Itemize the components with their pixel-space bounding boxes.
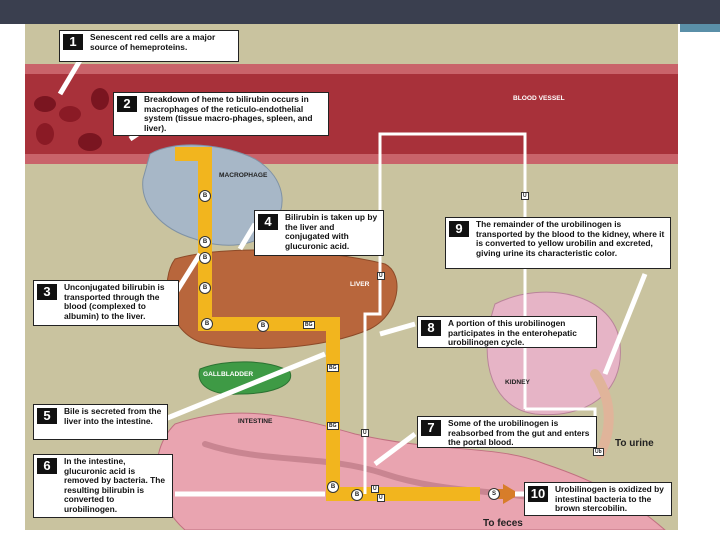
step-4-text: Bilirubin is taken up by the liver and c…	[285, 212, 378, 251]
tag-bilirubin-glucuronide: BG	[327, 422, 339, 430]
step-1-number: 1	[63, 34, 83, 50]
blood-vessel-wall-top	[25, 64, 678, 74]
tag-urobilinogen: U	[521, 192, 529, 200]
step-9-text: The remainder of the urobilinogen is tra…	[476, 219, 665, 258]
label-liver: LIVER	[350, 281, 370, 288]
pathway-bile-to-intestine	[320, 317, 480, 501]
tag-bilirubin-glucuronide: BG	[303, 321, 315, 329]
tag-bilirubin: B	[257, 320, 269, 332]
pointer-7	[373, 432, 417, 466]
step-1-callout: 1 Senescent red cells are a major source…	[59, 30, 239, 62]
step-2-text: Breakdown of heme to bilirubin occurs in…	[144, 94, 313, 133]
blood-vessel-wall-bottom	[25, 154, 678, 164]
step-9-number: 9	[449, 221, 469, 237]
label-macrophage: MACROPHAGE	[219, 172, 268, 179]
tag-urobilin: Ub	[593, 448, 604, 456]
step-3-text: Unconjugated bilirubin is transported th…	[64, 282, 165, 321]
tag-urobilinogen: U	[371, 485, 379, 493]
step-1-text: Senescent red cells are a major source o…	[90, 32, 216, 52]
step-7-text: Some of the urobilinogen is reabsorbed f…	[448, 418, 590, 448]
label-to-urine: To urine	[615, 438, 654, 449]
tag-bilirubin: B	[199, 190, 211, 202]
step-5-text: Bile is secreted from the liver into the…	[64, 406, 162, 426]
label-to-feces: To feces	[483, 518, 523, 529]
step-10-number: 10	[528, 486, 548, 502]
gallbladder-shape	[198, 361, 292, 395]
pointer-8	[379, 321, 416, 337]
tag-bilirubin: B	[199, 252, 211, 264]
step-5-number: 5	[37, 408, 57, 424]
step-10-text: Urobilinogen is oxidized by intestinal b…	[555, 484, 664, 514]
step-2-callout: 2 Breakdown of heme to bilirubin occurs …	[113, 92, 329, 136]
step-8-text: A portion of this urobilinogen participa…	[448, 318, 577, 348]
red-cell	[78, 133, 102, 151]
tag-bilirubin: B	[351, 489, 363, 501]
step-8-callout: 8 A portion of this urobilinogen partici…	[417, 316, 597, 348]
step-6-number: 6	[37, 458, 57, 474]
step-7-number: 7	[421, 420, 441, 436]
title-bar-accent	[680, 24, 720, 32]
tag-urobilinogen: U	[361, 429, 369, 437]
step-6-text: In the intestine, glucuronic acid is rem…	[64, 456, 166, 514]
tag-urobilinogen: U	[377, 494, 385, 502]
label-intestine: INTESTINE	[238, 418, 273, 425]
step-9-callout: 9 The remainder of the urobilinogen is t…	[445, 217, 671, 269]
pointer-9	[602, 273, 648, 375]
step-5-callout: 5 Bile is secreted from the liver into t…	[33, 404, 168, 440]
step-8-number: 8	[421, 320, 441, 336]
label-blood-vessel: BLOOD VESSEL	[513, 95, 565, 102]
label-kidney: KIDNEY	[505, 379, 530, 386]
tag-bilirubin: B	[327, 481, 339, 493]
red-cell	[34, 96, 56, 112]
step-3-callout: 3 Unconjugated bilirubin is transported …	[33, 280, 179, 326]
tag-bilirubin-glucuronide: BG	[327, 364, 339, 372]
step-6-callout: 6 In the intestine, glucuronic acid is r…	[33, 454, 173, 518]
ureter	[590, 369, 614, 459]
pointer-3	[172, 252, 203, 296]
tag-bilirubin: B	[199, 236, 211, 248]
step-10-callout: 10 Urobilinogen is oxidized by intestina…	[524, 482, 672, 516]
step-3-number: 3	[37, 284, 57, 300]
tag-bilirubin: B	[199, 282, 211, 294]
pointer-4	[237, 222, 258, 251]
label-gallbladder: GALLBLADDER	[203, 371, 254, 378]
tag-bilirubin: B	[201, 318, 213, 330]
red-cell	[59, 106, 81, 122]
heme-metabolism-diagram: BLOOD VESSEL MACROPHAGE LIVER GALLBLADDE…	[25, 24, 678, 530]
step-7-callout: 7 Some of the urobilinogen is reabsorbed…	[417, 416, 597, 448]
title-bar	[0, 0, 720, 24]
tag-stercobilin: S	[488, 488, 500, 500]
step-2-number: 2	[117, 96, 137, 112]
step-4-callout: 4 Bilirubin is taken up by the liver and…	[254, 210, 384, 256]
tag-urobilinogen: U	[377, 272, 385, 280]
pointer-5	[164, 351, 326, 422]
to-feces-arrow-head	[503, 484, 520, 504]
step-4-number: 4	[258, 214, 278, 230]
red-cell	[91, 88, 109, 110]
red-cell	[36, 123, 54, 145]
